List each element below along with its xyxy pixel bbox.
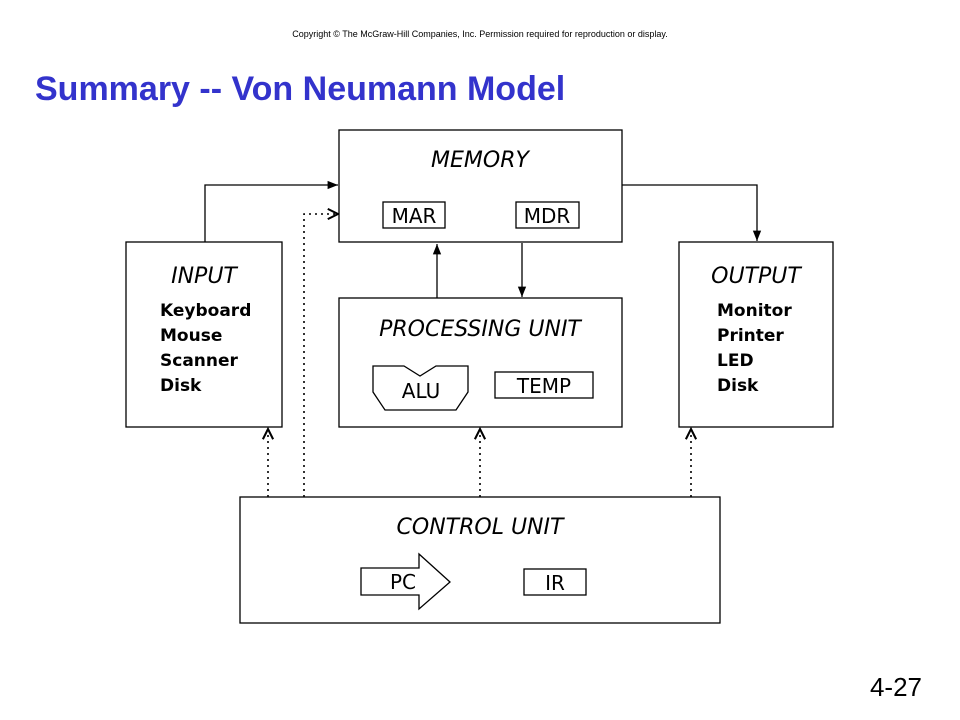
alu-shape	[372, 365, 469, 411]
memory-box: MEMORY MAR MDR	[338, 129, 623, 243]
input-device-mouse: Mouse	[160, 326, 222, 346]
temp-register	[494, 371, 594, 399]
input-device-keyboard: Keyboard	[160, 301, 251, 321]
input-label: INPUT	[171, 264, 238, 289]
output-box: OUTPUT Monitor Printer LED Disk	[678, 241, 834, 428]
temp-label: TEMP	[516, 374, 571, 398]
control-unit-box: CONTROL UNIT PC IR	[239, 496, 721, 624]
page-title: Summary -- Von Neumann Model	[35, 70, 566, 108]
input-device-disk: Disk	[160, 376, 202, 396]
control-unit-label: CONTROL UNIT	[397, 515, 565, 540]
processing-unit-label: PROCESSING UNIT	[379, 317, 582, 342]
mar-register	[382, 201, 446, 229]
output-device-monitor: Monitor	[717, 301, 792, 321]
output-device-disk: Disk	[717, 376, 759, 396]
pc-label: PC	[390, 570, 416, 594]
page-number: 4-27	[869, 672, 922, 702]
alu-label: ALU	[402, 379, 440, 403]
memory-to-output-arrow	[622, 184, 762, 241]
input-to-memory-arrow	[204, 180, 338, 242]
mdr-register	[515, 201, 580, 229]
connections	[204, 180, 762, 497]
input-box: INPUT Keyboard Mouse Scanner Disk	[125, 241, 283, 428]
processing-unit-box: PROCESSING UNIT ALU TEMP	[338, 297, 623, 428]
output-label: OUTPUT	[711, 264, 802, 289]
pc-arrow-shape	[360, 552, 451, 611]
copyright-notice: Copyright © The McGraw-Hill Companies, I…	[292, 29, 668, 39]
ir-label: IR	[545, 571, 565, 595]
mdr-label: MDR	[524, 204, 571, 228]
mar-label: MAR	[392, 204, 437, 228]
control-to-memory-dotted-arrow	[303, 214, 338, 497]
ir-register	[523, 568, 587, 596]
memory-label: MEMORY	[431, 148, 530, 173]
output-device-led: LED	[717, 351, 754, 371]
output-device-printer: Printer	[717, 326, 784, 346]
input-device-scanner: Scanner	[160, 351, 239, 371]
